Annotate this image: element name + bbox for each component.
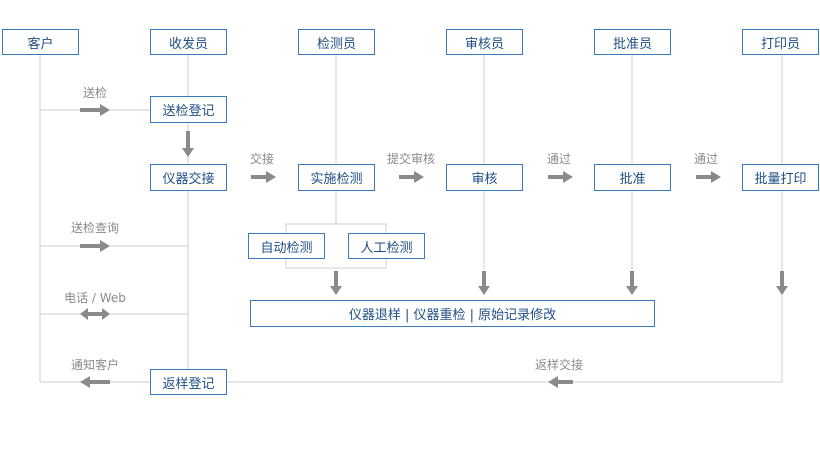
arrow-down-register (182, 131, 194, 157)
actor-approver: 批准员 (594, 29, 671, 55)
arrow-right-query (80, 240, 110, 252)
arrow-right-submit (80, 104, 110, 116)
arrow-left-return-handover (548, 376, 573, 388)
label-phone-web: 电话 / Web (64, 291, 126, 305)
arrow-right-submit-review (399, 171, 424, 183)
step-perform-test: 实施检测 (298, 164, 375, 191)
label-return-handover: 返样交接 (534, 358, 584, 372)
actor-customer: 客户 (2, 29, 79, 55)
connector-test-branch-bottom (285, 259, 387, 269)
actor-printer: 打印员 (742, 29, 819, 55)
arrow-down-printer (776, 271, 788, 295)
label-notify: 通知客户 (70, 358, 120, 372)
step-batch-print: 批量打印 (742, 164, 819, 191)
connector-test-branch (285, 223, 387, 233)
label-submit: 送检 (82, 86, 108, 100)
arrow-double-phone-web (80, 308, 110, 320)
step-review: 审核 (446, 164, 523, 191)
arrow-right-pass-1 (548, 171, 573, 183)
step-approve: 批准 (594, 164, 671, 191)
step-return-register: 返样登记 (150, 369, 227, 395)
actor-reviewer: 审核员 (446, 29, 523, 55)
step-exceptions: 仪器退样 | 仪器重检 | 原始记录修改 (250, 300, 655, 327)
step-auto-test: 自动检测 (248, 233, 325, 259)
label-query: 送检查询 (70, 221, 120, 235)
label-submit-review: 提交审核 (386, 152, 436, 166)
label-handover: 交接 (249, 152, 275, 166)
arrow-down-reviewer (478, 271, 490, 295)
arrow-right-pass-2 (696, 171, 721, 183)
arrow-right-handover (251, 171, 276, 183)
step-instrument-handover: 仪器交接 (150, 164, 227, 191)
label-pass-1: 通过 (546, 152, 572, 166)
arrow-down-approver (626, 271, 638, 295)
actor-tester: 检测员 (298, 29, 375, 55)
step-submit-register: 送检登记 (150, 96, 227, 123)
arrow-down-tester (330, 271, 342, 295)
arrow-left-notify (80, 376, 110, 388)
step-manual-test: 人工检测 (348, 233, 425, 259)
label-pass-2: 通过 (693, 152, 719, 166)
actor-receiver: 收发员 (150, 29, 227, 55)
